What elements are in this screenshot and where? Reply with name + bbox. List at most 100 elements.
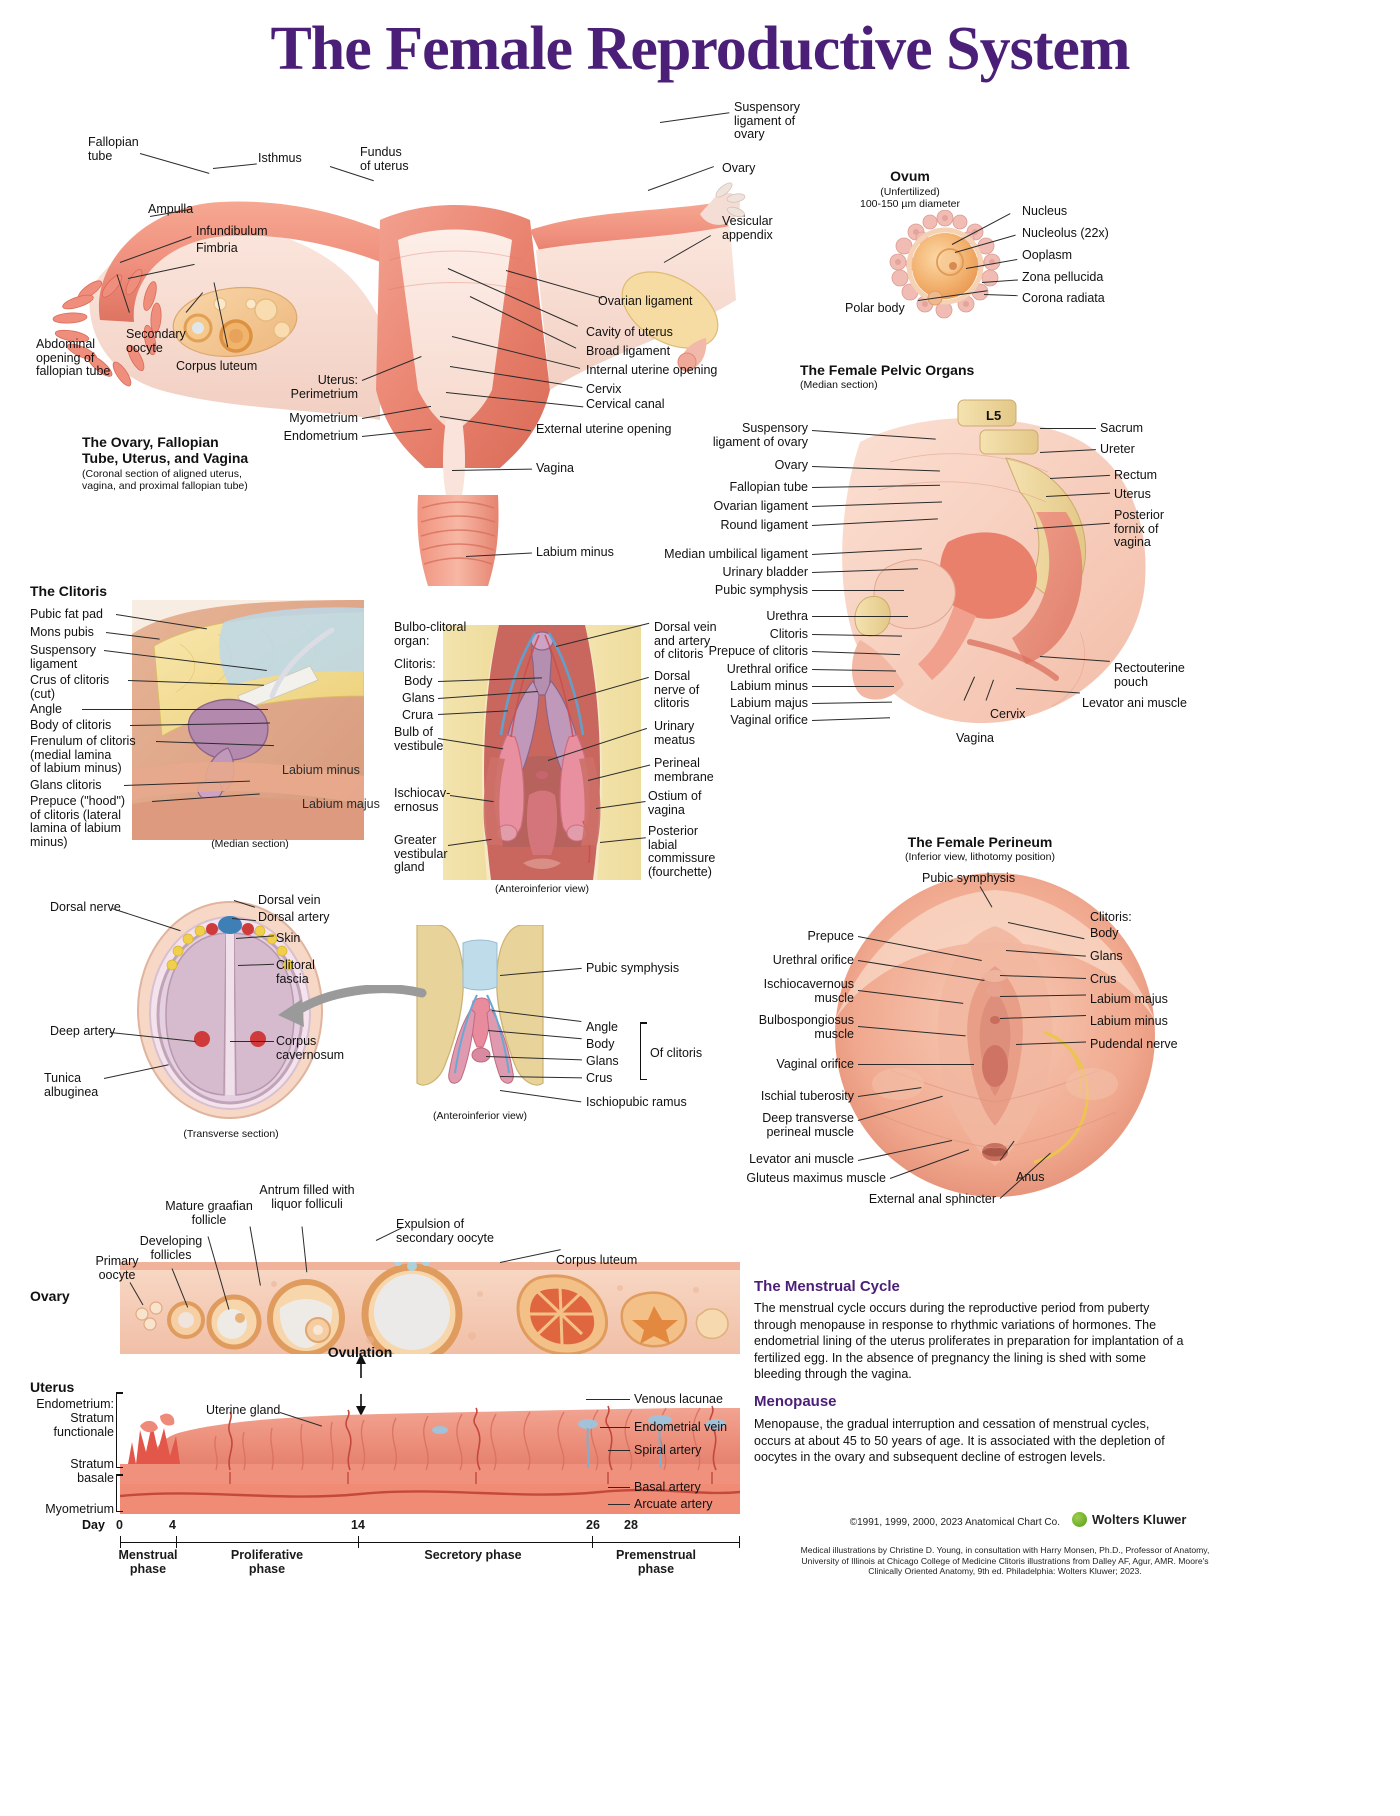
day-tick-0: 0	[116, 1518, 123, 1532]
label-urinary-meatus: Urinary meatus	[654, 719, 695, 747]
leader-line	[608, 1450, 630, 1451]
label-urinary-bladder: Urinary bladder	[722, 565, 808, 579]
phase-secretory: Secretory phase	[424, 1548, 522, 1562]
label-pudendal-nerve: Pudendal nerve	[1090, 1037, 1178, 1051]
label-endometrium-group: Endometrium:	[36, 1397, 114, 1411]
of-clitoris-bracket	[640, 1022, 647, 1080]
label-L5-vertebra: L5	[986, 408, 1002, 423]
phase-proliferative: Proliferative phase	[230, 1548, 304, 1576]
label-cervix: Cervix	[586, 382, 622, 396]
endometrium-cycle-illustration	[120, 1390, 740, 1514]
label-vesicular-appendix: Vesicular appendix	[722, 214, 773, 242]
label-perineum-body: Body	[1090, 926, 1119, 940]
label-pelvic-uterus: Uterus	[1114, 487, 1151, 501]
pelvic-subheading: (Median section)	[800, 379, 878, 391]
label-ischiocavernous-muscle: Ischiocavernous muscle	[763, 977, 854, 1005]
label-bone-crus: Crus	[586, 1071, 613, 1085]
label-basal-artery: Basal artery	[634, 1480, 701, 1494]
label-mons-pubis: Mons pubis	[30, 625, 94, 639]
label-pelvic-labium-majus: Labium majus	[730, 696, 808, 710]
label-zona-pellucida: Zona pellucida	[1022, 270, 1104, 284]
label-median-umbilical-ligament: Median umbilical ligament	[664, 547, 808, 561]
leader-line	[608, 1504, 630, 1505]
uterus-section-heading: The Ovary, Fallopian Tube, Uterus, and V…	[82, 434, 249, 466]
perineum-heading: The Female Perineum	[907, 834, 1053, 850]
label-prepuce-hood: Prepuce ("hood") of clitoris (lateral la…	[30, 794, 126, 849]
transverse-caption: (Transverse section)	[183, 1128, 279, 1140]
label-stratum-functionale: Stratum functionale	[53, 1411, 114, 1439]
label-perineal-membrane: Perineal membrane	[654, 756, 714, 784]
label-bone-body: Body	[586, 1037, 615, 1051]
phase-premenstrual: Premenstrual phase	[616, 1548, 696, 1576]
leader-line	[608, 1487, 630, 1488]
myometrium-bracket	[116, 1474, 123, 1512]
label-ampulla: Ampulla	[148, 202, 194, 216]
label-pelvic-vagina: Vagina	[956, 731, 994, 745]
label-pelvic-round-ligament: Round ligament	[720, 518, 808, 532]
label-developing-follicles: Developing follicles	[139, 1234, 203, 1262]
day-prefix-label: Day	[82, 1518, 105, 1532]
label-external-anal-sphincter: External anal sphincter	[868, 1192, 996, 1206]
label-bulbospongiosus-muscle: Bulbospongiosus muscle	[758, 1013, 854, 1041]
label-urethral-orifice: Urethral orifice	[726, 662, 808, 676]
label-rectouterine-pouch: Rectouterine pouch	[1114, 661, 1185, 689]
menopause-heading: Menopause	[754, 1393, 837, 1410]
leader-line	[858, 1064, 974, 1065]
label-posterior-labial-commissure: Posterior labial commissure (fourchette)	[648, 824, 716, 879]
label-glans-clitoris: Glans clitoris	[30, 778, 102, 792]
label-levator-ani-muscle: Levator ani muscle	[1082, 696, 1187, 710]
label-skin: Skin	[276, 931, 301, 945]
label-body-of-clitoris: Body of clitoris	[30, 718, 112, 732]
label-bone-glans: Glans	[586, 1054, 619, 1068]
wolters-kluwer-mark	[1072, 1512, 1087, 1527]
ovulation-arrow	[355, 1354, 367, 1416]
label-myometrium: Myometrium	[289, 411, 358, 425]
label-urethra: Urethra	[766, 609, 808, 623]
copyright-text: ©1991, 1999, 2000, 2023 Anatomical Chart…	[849, 1517, 1060, 1528]
label-fallopian-tube: Fallopian tube	[88, 135, 139, 163]
label-angle: Angle	[30, 702, 62, 716]
label-corpus-cavernosum: Corpus cavernosum	[276, 1034, 345, 1062]
label-internal-uterine-opening: Internal uterine opening	[586, 363, 718, 377]
label-cervical-canal: Cervical canal	[586, 397, 665, 411]
label-bone-angle: Angle	[586, 1020, 618, 1034]
label-dorsal-artery: Dorsal artery	[258, 910, 330, 924]
wolters-kluwer-logo: Wolters Kluwer	[1072, 1512, 1186, 1527]
ovum-sub-diameter: 100-150 µm diameter	[859, 198, 961, 210]
clitoris-heading: The Clitoris	[30, 583, 108, 599]
leader-line	[812, 616, 908, 617]
label-mature-graafian-follicle: Mature graafian follicle	[165, 1199, 253, 1227]
label-dorsal-nerve: Dorsal nerve	[50, 900, 121, 914]
label-ischiocavernosus: Ischiocav- ernosus	[394, 786, 451, 814]
label-stratum-basale: Stratum basale	[70, 1457, 114, 1485]
label-deep-artery: Deep artery	[50, 1024, 116, 1038]
label-ovary: Ovary	[722, 161, 756, 175]
label-antrum-liquor-folliculi: Antrum filled with liquor folliculi	[259, 1183, 355, 1211]
label-cycle-corpus-luteum: Corpus luteum	[556, 1253, 638, 1267]
label-anus: Anus	[1016, 1170, 1045, 1184]
bulboclitoral-illustration	[443, 625, 641, 880]
phase-menstrual: Menstrual phase	[118, 1548, 178, 1576]
label-endometrial-vein: Endometrial vein	[634, 1420, 728, 1434]
label-uterus-perimetrium: Uterus: Perimetrium	[290, 373, 358, 401]
label-pelvic-ovary: Ovary	[774, 458, 808, 472]
day-tick-28: 28	[624, 1518, 638, 1532]
leader-line	[586, 1399, 630, 1400]
menstrual-cycle-heading: The Menstrual Cycle	[754, 1278, 900, 1295]
day-tick-26: 26	[586, 1518, 600, 1532]
label-arcuate-artery: Arcuate artery	[634, 1497, 713, 1511]
day-tick-14: 14	[351, 1518, 365, 1532]
label-fimbria: Fimbria	[196, 241, 238, 255]
label-dorsal-vein: Dorsal vein	[258, 893, 321, 907]
label-perineum-prepuce: Prepuce	[807, 929, 854, 943]
cycle-ovary-label: Ovary	[30, 1288, 70, 1304]
label-bulbo-glans: Glans	[402, 691, 435, 705]
pelvic-heading: The Female Pelvic Organs	[800, 362, 975, 378]
label-pelvic-labium-minus: Labium minus	[730, 679, 808, 693]
leader-line	[812, 686, 894, 687]
label-primary-oocyte: Primary oocyte	[95, 1254, 139, 1282]
label-uterine-gland: Uterine gland	[206, 1403, 281, 1417]
label-labium-minus-inner: Labium minus	[282, 763, 360, 777]
label-pelvic-pubic-symphysis: Pubic symphysis	[714, 583, 808, 597]
label-dorsal-nerve-clitoris: Dorsal nerve of clitoris	[654, 669, 700, 710]
